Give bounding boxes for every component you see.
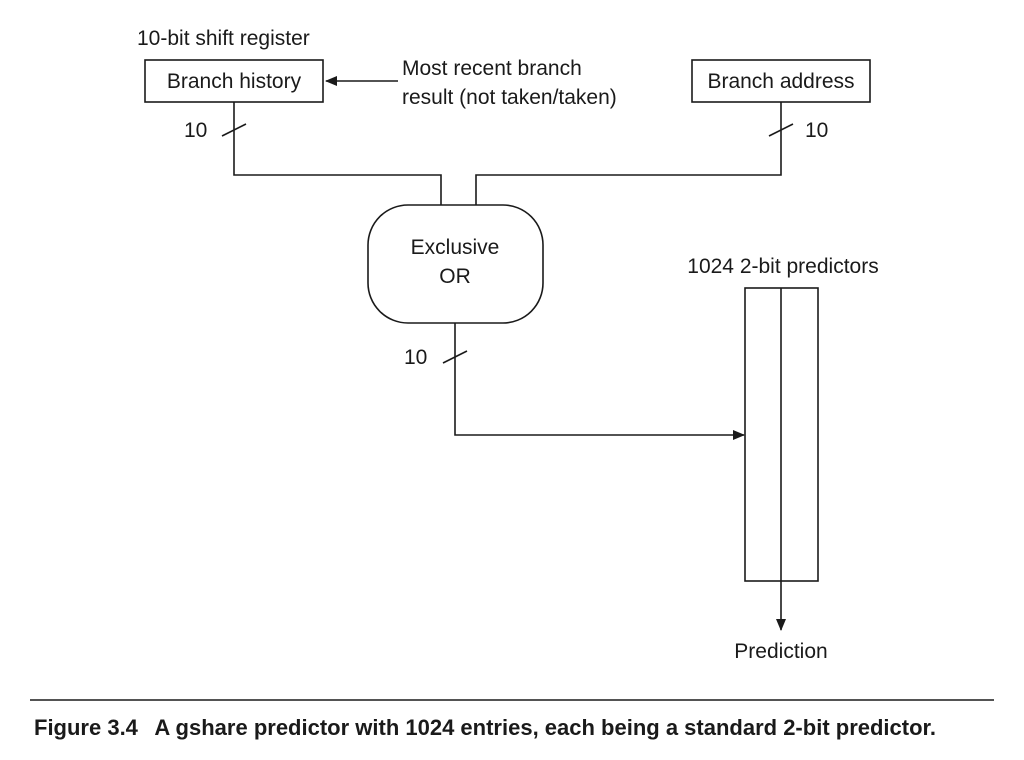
xor-box xyxy=(367,204,544,324)
branch-address-box xyxy=(691,59,871,103)
branch-history-box xyxy=(144,59,324,103)
predictors-label: 1024 2-bit predictors xyxy=(687,255,878,278)
address-bus-tick xyxy=(768,123,794,137)
recent-result-line1: Most recent branch xyxy=(402,57,582,80)
history-wire xyxy=(233,102,442,205)
index-bits-label: 10 xyxy=(404,346,427,369)
prediction-label: Prediction xyxy=(734,640,827,663)
branch-address-label: Branch address xyxy=(707,70,854,93)
address-wire xyxy=(475,102,782,205)
history-bits-label: 10 xyxy=(184,119,207,142)
xor-label-line1: Exclusive xyxy=(411,236,500,259)
xor-label-line2: OR xyxy=(439,265,471,288)
history-bus-tick xyxy=(221,123,247,137)
figure-number: Figure 3.4 xyxy=(34,715,139,740)
index-bus-tick xyxy=(442,350,468,364)
branch-history-label: Branch history xyxy=(167,70,302,93)
index-wire xyxy=(454,323,745,440)
shift-register-label: 10-bit shift register xyxy=(137,27,310,50)
figure-caption: Figure 3.4 A gshare predictor with 1024 … xyxy=(34,715,936,740)
recent-result-line2: result (not taken/taken) xyxy=(402,86,617,109)
figure-caption-text: A gshare predictor with 1024 entries, ea… xyxy=(154,715,936,740)
address-bits-label: 10 xyxy=(805,119,828,142)
